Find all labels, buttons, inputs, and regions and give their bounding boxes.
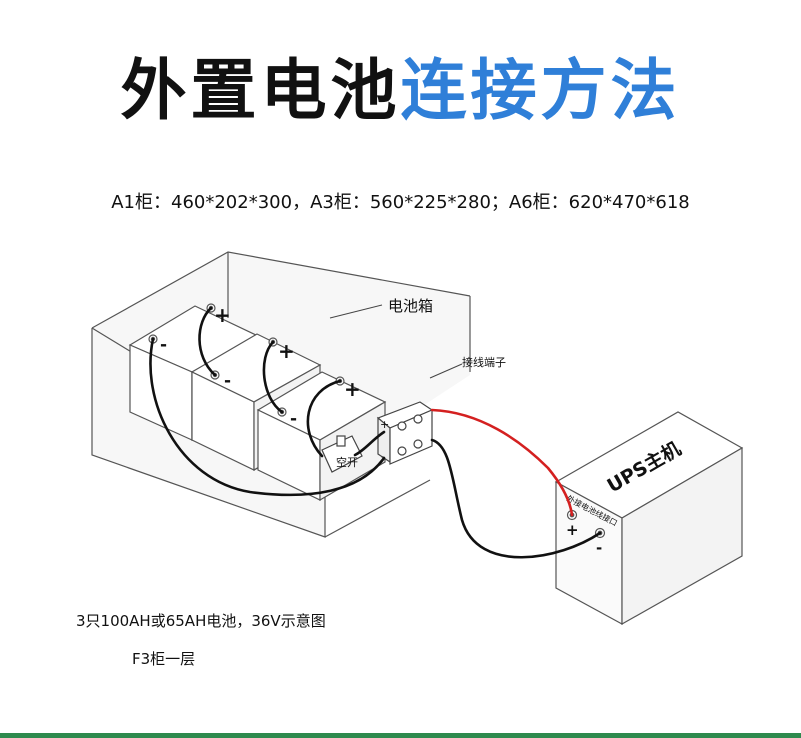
battery-2-minus: - <box>224 371 231 391</box>
positive-to-ups <box>430 408 574 517</box>
battery-1-minus: - <box>160 335 167 355</box>
title-part-1: 外置电池 <box>120 52 401 129</box>
battery-box-label: 电池箱 <box>388 297 433 315</box>
cabinet-spec-line: A1柜：460*202*300，A3柜：560*225*280；A6柜：620*… <box>111 192 690 213</box>
link-battery-2-to-3 <box>262 340 284 414</box>
page-title: 外置电池连接方法 <box>0 58 801 124</box>
note-cabinet-layer: F3柜一层 <box>132 650 196 668</box>
bottom-accent-bar <box>0 733 801 738</box>
battery-2-plus: + <box>278 339 295 363</box>
negative-to-ups <box>430 438 602 559</box>
terminal-minus: - <box>381 450 385 463</box>
terminal-plus: + <box>380 418 389 431</box>
battery-3-plus: + <box>344 377 361 401</box>
breaker-label: 空开 <box>336 455 358 469</box>
ups-plus: + <box>566 521 579 539</box>
note-battery-config: 3只100AH或65AH电池，36V示意图 <box>76 612 326 630</box>
ups-minus: - <box>596 539 602 557</box>
breaker <box>321 435 363 473</box>
link-battery-1-to-2 <box>198 306 217 377</box>
battery-3-minus: - <box>290 409 297 429</box>
title-part-2: 连接方法 <box>400 52 681 129</box>
battery-3-to-breaker <box>306 379 342 458</box>
breaker-to-terminal <box>353 430 386 457</box>
terminal-label: 接线端子 <box>462 355 506 369</box>
terminal-block <box>376 401 434 465</box>
ups-host <box>554 411 744 626</box>
battery-1-negative-to-terminal <box>149 337 386 497</box>
battery-1-plus: + <box>214 303 231 327</box>
